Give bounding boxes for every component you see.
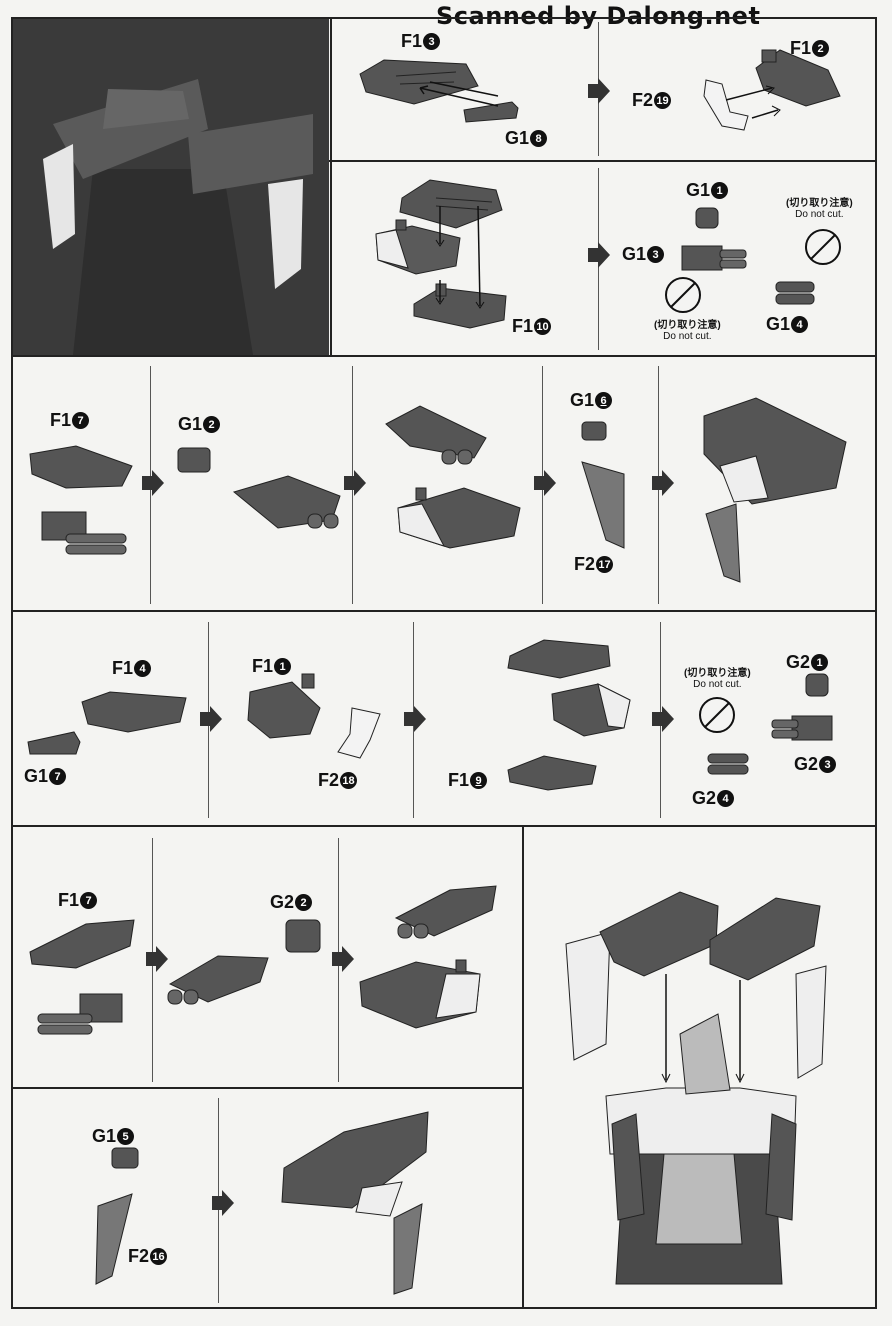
do-not-cut-note: (切り取り注意)Do not cut. xyxy=(786,198,853,220)
no-cut-icon xyxy=(665,277,701,313)
step-arrow-icon xyxy=(652,706,674,732)
part-g11-joint xyxy=(695,207,719,229)
part-f1-middle-armor xyxy=(551,683,631,737)
part-g23-block xyxy=(771,715,833,741)
row-divider xyxy=(11,355,877,357)
do-not-cut-note: (切り取り注意)Do not cut. xyxy=(684,668,751,690)
part-f14-armor xyxy=(81,691,187,733)
part-f19-base xyxy=(507,755,597,791)
part-g17-fin xyxy=(27,731,81,755)
no-cut-icon xyxy=(805,229,841,265)
part-g18-fin xyxy=(463,101,519,123)
part-g15-joint xyxy=(111,1147,139,1169)
row-divider xyxy=(11,825,877,827)
part-completed-unit xyxy=(281,1111,429,1295)
step-arrow-icon xyxy=(146,946,168,972)
assembly-arrow xyxy=(419,81,499,107)
part-f1-upper-armor xyxy=(399,179,503,229)
part-g21-joint xyxy=(805,673,829,697)
no-cut-icon xyxy=(699,697,735,733)
part-f218-shield xyxy=(337,707,381,759)
row-divider xyxy=(11,1087,523,1089)
part-f1-upper-armor xyxy=(507,639,611,679)
part-g22-joint xyxy=(285,919,321,953)
part-g16-joint xyxy=(581,421,607,441)
robot-photo-illustration xyxy=(13,19,329,355)
step-arrow-icon xyxy=(332,946,354,972)
part-gun-base xyxy=(37,993,123,1035)
part-f11-armor xyxy=(247,673,321,739)
part-gun-top xyxy=(385,405,487,465)
part-armor-bottom xyxy=(397,487,521,549)
part-f216-shield xyxy=(95,1193,133,1285)
part-gun-base xyxy=(41,511,127,555)
step-arrow-icon xyxy=(142,470,164,496)
do-not-cut-note: (切り取り注意)Do not cut. xyxy=(654,320,721,342)
step-arrow-icon xyxy=(652,470,674,496)
row-divider xyxy=(329,160,877,162)
part-armor-bottom xyxy=(359,959,481,1029)
assembly-arrow xyxy=(725,85,781,119)
step-arrow-icon xyxy=(534,470,556,496)
part-gun-assembly xyxy=(232,475,341,529)
part-gun-assembly xyxy=(167,955,269,1005)
column-divider xyxy=(330,19,332,357)
step-arrow-icon xyxy=(404,706,426,732)
part-g12-joint xyxy=(177,447,211,473)
assembly-arrow xyxy=(435,205,485,309)
step-arrow-icon xyxy=(588,242,610,268)
part-f13-armor xyxy=(359,59,479,105)
part-f17-armor xyxy=(29,919,135,969)
step-arrow-icon xyxy=(200,706,222,732)
part-completed-unit xyxy=(703,397,847,583)
row-divider xyxy=(11,610,877,612)
part-gun-top xyxy=(394,885,497,939)
step-arrow-icon xyxy=(588,78,610,104)
part-f17-armor xyxy=(29,445,133,489)
column-divider xyxy=(522,827,524,1309)
part-f1-middle-armor xyxy=(375,219,461,275)
part-g24-barrels xyxy=(707,753,749,775)
watermark: Scanned by Dalong.net xyxy=(436,2,761,30)
part-g13-block xyxy=(681,245,747,271)
instruction-frame xyxy=(11,17,877,1309)
part-g14-barrels xyxy=(775,281,815,305)
part-f217-shield xyxy=(581,461,625,549)
step-arrow-icon xyxy=(344,470,366,496)
part-f219-shield xyxy=(703,79,749,131)
reference-photo xyxy=(13,19,329,355)
final-assembly-illustration xyxy=(565,891,827,1285)
step-arrow-icon xyxy=(212,1190,234,1216)
